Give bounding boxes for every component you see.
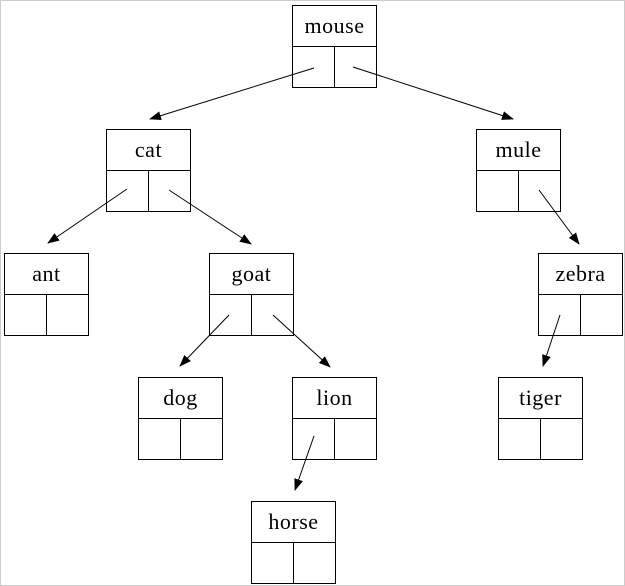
edge-mouse-left-to-cat (149, 67, 315, 121)
node-cat-pointer-cells (107, 171, 190, 212)
node-mouse-right-pointer-cell (335, 47, 376, 88)
node-horse-right-pointer-cell (294, 543, 335, 584)
node-horse: horse (251, 501, 336, 584)
node-mouse-left-pointer-cell (293, 47, 335, 88)
node-zebra-left-pointer-cell (539, 295, 581, 336)
node-mule-right-pointer-cell (519, 171, 560, 212)
node-cat-label: cat (107, 130, 190, 171)
edge-mouse-right-to-mule (352, 66, 514, 120)
node-mule: mule (476, 129, 561, 212)
node-cat-left-pointer-cell (107, 171, 149, 212)
node-lion-label: lion (293, 378, 376, 419)
node-dog-left-pointer-cell (139, 419, 181, 460)
node-mule-left-pointer-cell (477, 171, 519, 212)
node-dog: dog (138, 377, 223, 460)
node-ant: ant (4, 253, 89, 336)
node-dog-right-pointer-cell (181, 419, 222, 460)
node-tiger-right-pointer-cell (541, 419, 582, 460)
node-lion-left-pointer-cell (293, 419, 335, 460)
node-mule-label: mule (477, 130, 560, 171)
node-zebra-label: zebra (539, 254, 622, 295)
node-goat-right-pointer-cell (252, 295, 293, 336)
node-goat: goat (209, 253, 294, 336)
node-mule-pointer-cells (477, 171, 560, 212)
node-horse-label: horse (252, 502, 335, 543)
node-cat-right-pointer-cell (149, 171, 190, 212)
node-goat-left-pointer-cell (210, 295, 252, 336)
node-lion: lion (292, 377, 377, 460)
node-mouse-label: mouse (293, 6, 376, 47)
node-horse-left-pointer-cell (252, 543, 294, 584)
node-tiger-label: tiger (499, 378, 582, 419)
node-zebra: zebra (538, 253, 623, 336)
node-ant-left-pointer-cell (5, 295, 47, 336)
node-tiger-pointer-cells (499, 419, 582, 460)
node-mouse-pointer-cells (293, 47, 376, 88)
node-horse-pointer-cells (252, 543, 335, 584)
node-zebra-right-pointer-cell (581, 295, 622, 336)
node-tiger: tiger (498, 377, 583, 460)
node-ant-right-pointer-cell (47, 295, 88, 336)
node-ant-label: ant (5, 254, 88, 295)
node-lion-right-pointer-cell (335, 419, 376, 460)
node-mouse: mouse (292, 5, 377, 88)
node-zebra-pointer-cells (539, 295, 622, 336)
node-dog-label: dog (139, 378, 222, 419)
node-lion-pointer-cells (293, 419, 376, 460)
node-tiger-left-pointer-cell (499, 419, 541, 460)
node-goat-label: goat (210, 254, 293, 295)
node-cat: cat (106, 129, 191, 212)
node-ant-pointer-cells (5, 295, 88, 336)
node-goat-pointer-cells (210, 295, 293, 336)
node-dog-pointer-cells (139, 419, 222, 460)
